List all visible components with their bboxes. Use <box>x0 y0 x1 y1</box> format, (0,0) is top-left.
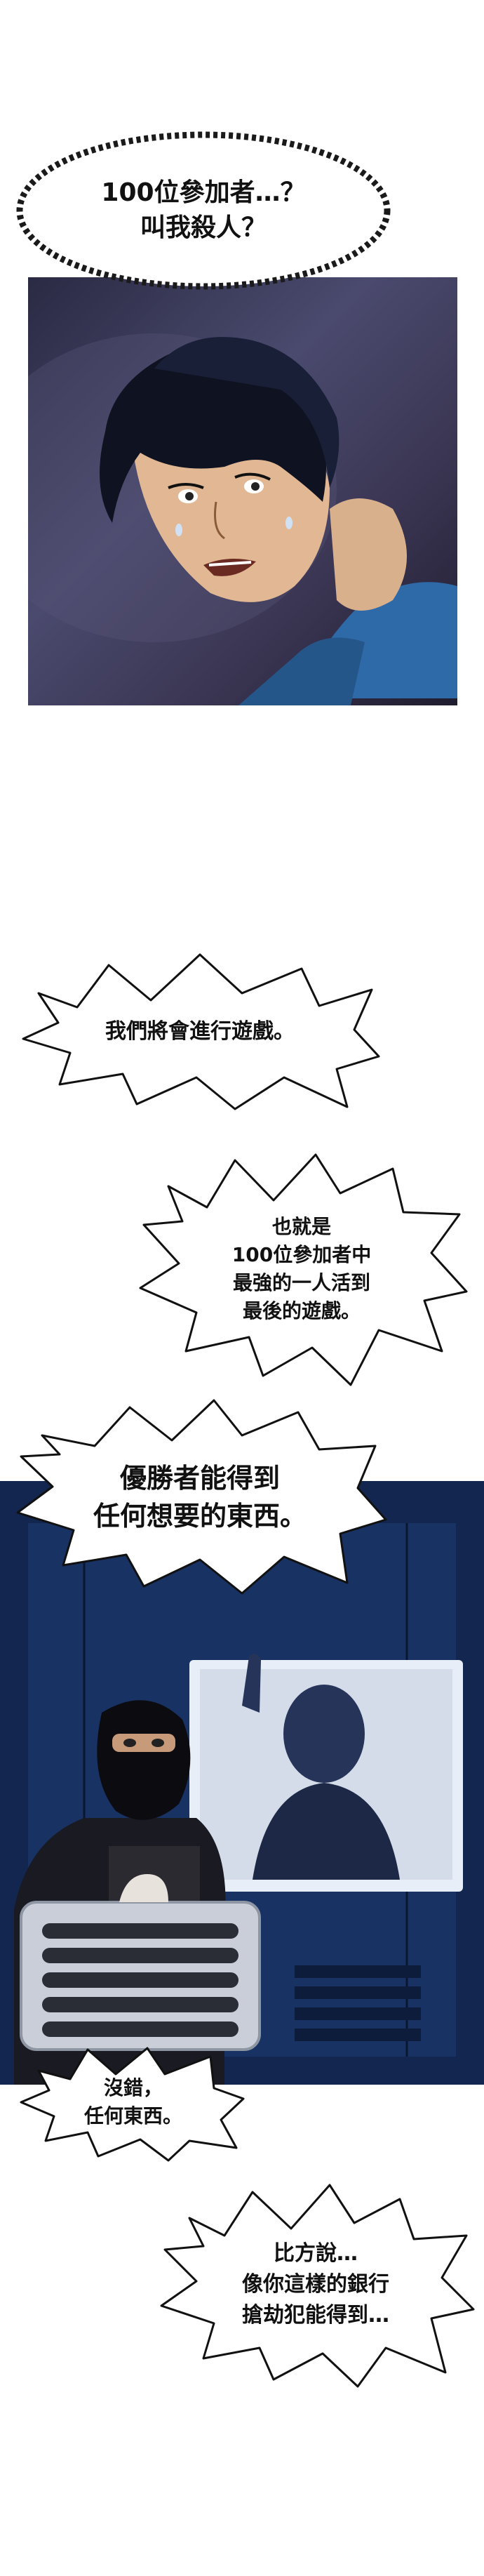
bubble-line: 100位參加者中 <box>231 1242 372 1266</box>
speech-bubble-for-example-robber: 比方說… 像你這樣的銀行 搶劫犯能得到… <box>154 2179 477 2390</box>
masked-guard-illustration <box>0 1481 484 2085</box>
bubble-line: 任何東西。 <box>83 2104 182 2127</box>
bubble-line: 也就是 <box>271 1214 331 1238</box>
bubble-line: 搶劫犯能得到… <box>242 2303 389 2328</box>
bubble-line: 優勝者能得到 <box>119 1462 280 1494</box>
bubble-line: 叫我殺人？ <box>140 213 267 242</box>
spiky-bubble-shape <box>160 2184 475 2388</box>
bubble-line: 我們將會進行遊戲。 <box>105 1019 295 1044</box>
thought-bubble-shape <box>16 131 391 290</box>
scared-man-illustration <box>28 333 457 705</box>
spiky-bubble-shape <box>20 2047 245 2162</box>
comic-panel-scared-man <box>28 277 457 705</box>
bubble-line: 沒錯， <box>103 2076 163 2099</box>
bubble-line: 最強的一人活到 <box>232 1270 370 1294</box>
bubble-line: 最後的遊戲。 <box>242 1299 361 1322</box>
speech-bubble-winner-gets-anything: 優勝者能得到 任何想要的東西。 <box>11 1397 389 1597</box>
speech-bubble-strongest-survives: 也就是 100位參加者中 最強的一人活到 最後的遊戲。 <box>130 1148 473 1390</box>
speech-bubble-yes-anything: 沒錯， 任何東西。 <box>18 2043 249 2162</box>
bubble-line: 比方說… <box>274 2241 358 2266</box>
bubble-line: 100位參加者…？ <box>101 178 306 207</box>
spiky-bubble-shape <box>16 1399 387 1595</box>
bubble-line: 任何想要的東西。 <box>93 1500 307 1532</box>
comic-panel-masked-guard <box>0 1481 484 2085</box>
spiky-bubble-shape <box>22 953 380 1110</box>
bubble-line: 像你這樣的銀行 <box>242 2272 389 2297</box>
spiky-bubble-shape <box>139 1153 468 1386</box>
thought-bubble-hundred-participants: 100位參加者…？ 叫我殺人？ <box>14 130 393 291</box>
speech-bubble-we-will-play-game: 我們將會進行遊戲。 <box>18 951 382 1113</box>
